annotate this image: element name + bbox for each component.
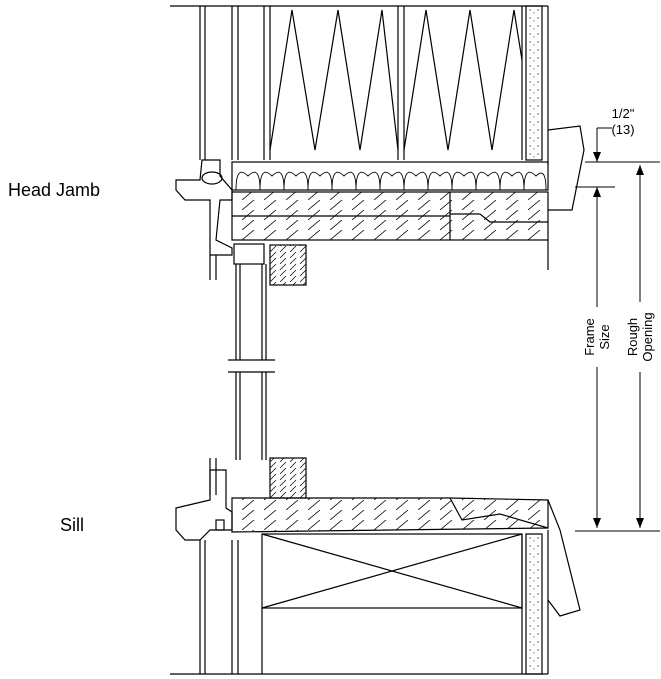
opening-text: Opening [640, 312, 655, 362]
lower-sheathing [525, 533, 543, 675]
head-jamb-label: Head Jamb [8, 180, 101, 200]
break-lines [228, 359, 275, 373]
rough-opening-label: Rough Opening [623, 302, 657, 372]
sill-glass-stop [269, 457, 307, 499]
head-glass-stop [269, 244, 307, 286]
upper-sheathing [525, 5, 543, 161]
head-flange [175, 159, 233, 256]
insulation-bubbles [235, 171, 547, 191]
sill-wood [231, 497, 549, 533]
sill-label: Sill [60, 515, 85, 535]
frame-text: Frame [582, 318, 597, 356]
head-casing [547, 125, 585, 211]
upper-wall-framing [199, 6, 523, 160]
dimension-arrows [593, 152, 644, 528]
rough-text: Rough [625, 317, 640, 357]
frame-size-label: Frame Size [580, 307, 614, 367]
half-inch-dimension: 1/2" (13) [603, 106, 643, 138]
half-inch-mm-label: (13) [611, 122, 635, 137]
head-weatherstrip [201, 171, 223, 185]
size-text: Size [597, 324, 612, 350]
sill-casing [547, 499, 581, 617]
sill-flange [175, 469, 233, 541]
head-insulation [231, 161, 549, 191]
glazing [209, 255, 267, 495]
lower-wall-framing [199, 533, 523, 674]
half-inch-label: 1/2" [611, 106, 635, 121]
